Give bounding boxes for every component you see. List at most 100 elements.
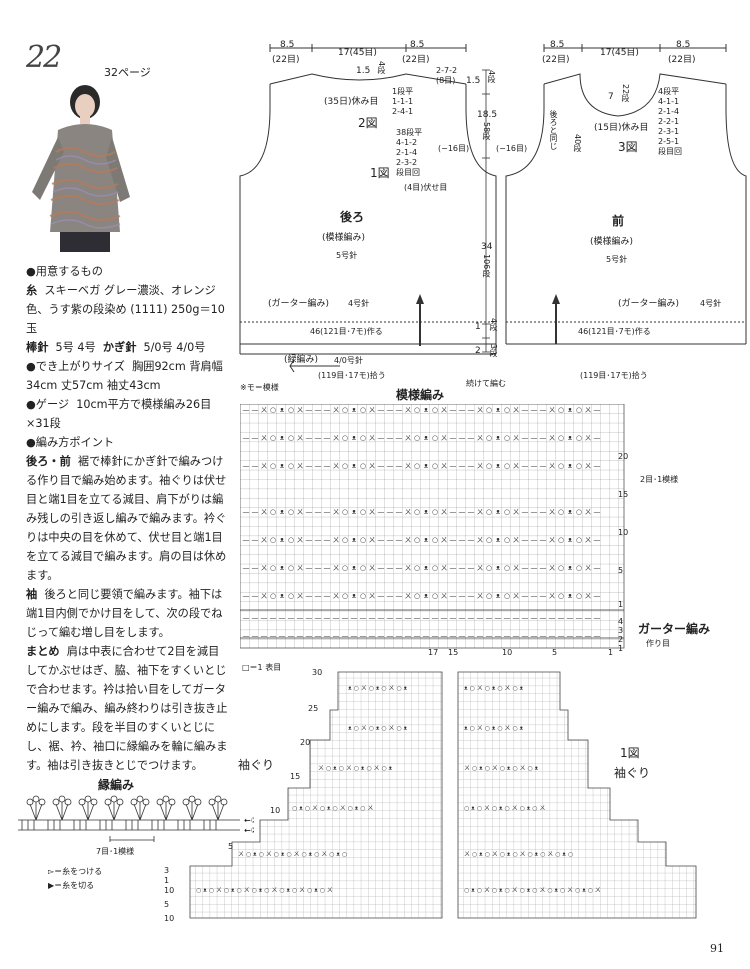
back-arm-dec-3: 2-1-4 — [396, 148, 418, 157]
yarn-label: 糸 — [26, 284, 38, 297]
front-right-stitches: (22目) — [668, 55, 696, 65]
continue-note: 続けて編む — [466, 379, 506, 388]
chart-row-10: 10 — [618, 528, 629, 537]
front-fig3: 3図 — [618, 140, 638, 154]
front-neck-rows: 22段 — [621, 84, 630, 103]
svg-text:—: — — [297, 614, 304, 622]
svg-text:—: — — [252, 406, 259, 414]
chart-garter-label: ガーター編み — [638, 622, 711, 636]
svg-text:←③: ←③ — [244, 816, 254, 825]
svg-text:ㄨ ○ ᴥ ○ ㄨ ○ ᴥ ○ ㄨ ○ ᴥ: ㄨ ○ ᴥ ○ ㄨ ○ ᴥ ○ ㄨ ○ ᴥ — [318, 765, 393, 772]
legend-cut: ▶＝糸を切る — [48, 881, 95, 890]
garter-row-1: 1 — [618, 644, 624, 653]
chart-col-1: 1 — [608, 648, 614, 657]
svg-text:○ ᴥ ○ ㄨ ○ ᴥ ○ ㄨ ○ ᴥ ○ ㄨ ○ ᴥ ○: ○ ᴥ ○ ㄨ ○ ᴥ ○ ㄨ ○ ᴥ ○ ㄨ ○ ᴥ ○ ㄨ ○ ᴥ ○ ㄨ — [464, 887, 601, 894]
back-edging-label: (緑編み) — [284, 355, 319, 365]
arm-row-15: 15 — [290, 772, 301, 781]
front-same-as-back: 後ろと同じ — [549, 110, 558, 150]
back-shoulder-dec-1: 2-7-2 — [436, 66, 458, 75]
svg-text:—: — — [306, 614, 313, 622]
svg-text:ㄨ: ㄨ — [297, 406, 304, 414]
svg-text:—: — — [252, 614, 259, 622]
svg-text:○: ○ — [270, 406, 276, 414]
back-shoulder-dec-2: (8目) — [436, 76, 456, 85]
front-pattern: (模様編み) — [590, 237, 634, 247]
chart-row-15: 15 — [618, 490, 629, 499]
svg-text:—: — — [243, 406, 250, 414]
v-shoulder-rows: 4段 — [487, 70, 496, 84]
arm-row-g5: 5 — [164, 900, 170, 909]
back-fig1: 1図 — [370, 166, 390, 180]
chart-row-5: 5 — [618, 566, 624, 575]
back-arm-dec-5: 段目回 — [396, 168, 420, 177]
front-pickup: (119目･17モ)拾う — [580, 371, 648, 380]
needles-text: 5号 4号 — [55, 341, 96, 354]
v-armhole-rows: 58段 — [482, 122, 491, 141]
arm-row-g10: 10 — [164, 886, 175, 895]
svg-text:ᴥ ○ ㄨ ○ ᴥ ○ ㄨ ○ ᴥ: ᴥ ○ ㄨ ○ ᴥ ○ ㄨ ○ ᴥ — [464, 685, 523, 692]
back-edging-needle: 4/0号針 — [334, 356, 363, 365]
model-photo — [20, 82, 138, 252]
back-fig2: 2図 — [358, 116, 378, 130]
pattern-chart: ——ㄨ○ᴥ○ㄨ— ———————— — [240, 404, 625, 649]
front-needle: 5号針 — [606, 255, 628, 264]
svg-text:○: ○ — [288, 406, 294, 414]
svg-text:ㄨ: ㄨ — [261, 406, 268, 414]
v-edge-rows: 3段 — [489, 344, 498, 358]
svg-text:—: — — [306, 406, 313, 414]
svg-text:ᴥ ○ ㄨ ○ ᴥ ○ ㄨ ○ ᴥ: ᴥ ○ ㄨ ○ ᴥ ○ ㄨ ○ ᴥ — [348, 685, 407, 692]
svg-text:—: — — [243, 614, 250, 622]
v-garter: 1 — [475, 322, 481, 332]
abbrev-note: ※モ＝模様 — [240, 383, 279, 392]
back-garter-needle: 4号針 — [348, 299, 370, 308]
hook-label: かぎ針 — [102, 341, 137, 354]
size-heading: ●でき上がりサイズ — [26, 360, 125, 373]
svg-text:○ ᴥ ○ ㄨ ○ ᴥ ○ ㄨ ○ ᴥ ○ ㄨ: ○ ᴥ ○ ㄨ ○ ᴥ ○ ㄨ ○ ᴥ ○ ㄨ — [292, 805, 373, 812]
arm-row-10: 10 — [270, 806, 281, 815]
v-body-rows: 106段 — [482, 254, 491, 278]
vertical-measurements — [482, 69, 490, 353]
front-garter: (ガーター編み) — [618, 299, 680, 309]
arm-row-g1: 10 — [164, 914, 175, 923]
svg-text:ᴥ ○ ㄨ ○ ᴥ ○ ㄨ ○ ᴥ: ᴥ ○ ㄨ ○ ᴥ ○ ㄨ ○ ᴥ — [348, 725, 407, 732]
back-pattern: (模様編み) — [322, 233, 366, 243]
front-neck-depth: 40段 — [573, 134, 582, 153]
v-armhole: 18.5 — [477, 110, 498, 120]
svg-text:ㄨ ○ ᴥ ○ ㄨ ○ ᴥ ○ ㄨ ○ ᴥ ○ ㄨ ○ ᴥ: ㄨ ○ ᴥ ○ ㄨ ○ ᴥ ○ ㄨ ○ ᴥ ○ ㄨ ○ ᴥ ○ — [238, 851, 347, 858]
back-right-stitches: (22目) — [402, 55, 430, 65]
front-rest: (15目)休み目 — [594, 123, 649, 133]
page-number: 91 — [710, 942, 724, 955]
front-cast-on: 46(121目･7モ)作る — [578, 327, 651, 336]
svg-text:○ ᴥ ○ ㄨ ○ ᴥ ○ ㄨ ○ ᴥ ○ ㄨ ○ ᴥ ○: ○ ᴥ ○ ㄨ ○ ᴥ ○ ㄨ ○ ᴥ ○ ㄨ ○ ᴥ ○ ㄨ ○ ᴥ ○ ㄨ — [196, 887, 333, 894]
materials-heading: ●用意するもの — [26, 265, 103, 278]
front-garter-needle: 4号針 — [700, 299, 722, 308]
sleeve-label: 袖 — [26, 588, 38, 601]
svg-text:—: — — [270, 614, 277, 622]
v-edge: 2 — [475, 346, 481, 356]
back-neck-dec-3: 2-4-1 — [392, 107, 414, 116]
chart-row-20: 20 — [618, 452, 629, 461]
arm-row-1: 1 — [164, 876, 170, 885]
armhole-left-label: 袖ぐり — [238, 758, 275, 772]
svg-text:←②: ←② — [244, 826, 254, 835]
back-needle: 5号針 — [336, 251, 358, 260]
needles-label: 棒針 — [26, 341, 49, 354]
back-arm-dec: 38段平 4-1-2 2-1-4 2-3-2 段目回 — [396, 128, 422, 178]
garter-row-4: 4 — [618, 617, 624, 626]
front-schematic — [505, 44, 747, 345]
hook-text: 5/0号 4/0号 — [143, 341, 206, 354]
armhole-right-label: 袖ぐり — [614, 766, 651, 780]
front-neck-dec: 4段平 4-1-1 2-1-4 2-2-1 2-3-1 2-5-1 段目回 — [658, 87, 682, 157]
v-shoulder: 1.5 — [466, 76, 481, 86]
back-right-width: 8.5 — [410, 40, 425, 50]
chart-legend: □＝1 表目 — [242, 663, 282, 672]
svg-text:ㄨ ○ ᴥ ○ ㄨ ○ ᴥ ○ ㄨ ○ ᴥ ○ ㄨ ○ ᴥ: ㄨ ○ ᴥ ○ ㄨ ○ ᴥ ○ ㄨ ○ ᴥ ○ ㄨ ○ ᴥ ○ — [464, 851, 573, 858]
svg-text:—: — — [279, 614, 286, 622]
yarn-text: スキーベガ グレー濃淡、オレンジ色、うす紫の段染め (1111) 250g＝10… — [26, 284, 225, 335]
back-arm-bind: (4目)伏せ目 — [404, 183, 448, 192]
svg-text:ᴥ ○ ㄨ ○ ᴥ ○ ㄨ ○ ᴥ: ᴥ ○ ㄨ ○ ᴥ ○ ㄨ ○ ᴥ — [464, 725, 523, 732]
armhole-fig1: 1図 — [620, 746, 640, 760]
front-neck-dec-5: 2-3-1 — [658, 127, 680, 136]
body-label: 後ろ・前 — [26, 455, 71, 468]
edging-chart: ←③ ←② — [18, 795, 254, 842]
